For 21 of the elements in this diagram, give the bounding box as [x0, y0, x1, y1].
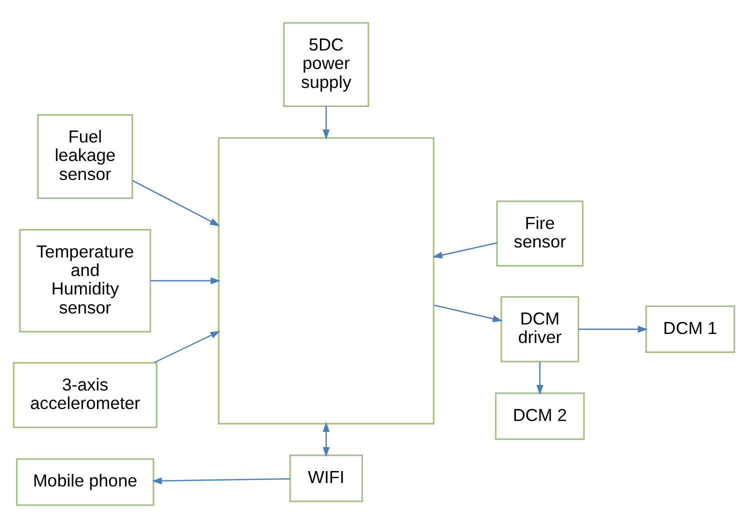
arrow — [578, 325, 648, 332]
arrow — [432, 242, 498, 258]
node-box: WIFI — [289, 454, 363, 502]
arrow — [154, 330, 220, 363]
node-box: Fuel leakage sensor — [37, 114, 134, 198]
node-box: 3-axis accelerometer — [12, 361, 158, 428]
arrow — [132, 179, 220, 226]
node-box: Mobile phone — [16, 458, 154, 506]
node-box: Fire sensor — [496, 200, 584, 266]
node-box: Temperature and Humidity sensor — [19, 228, 152, 332]
arrow — [322, 421, 330, 457]
arrow — [536, 361, 544, 394]
arrow — [150, 276, 221, 284]
node-box: 5DC power supply — [283, 22, 370, 107]
arrow — [322, 106, 330, 140]
node-box: DCM driver — [500, 296, 580, 362]
arrow — [152, 476, 290, 484]
arrow — [434, 304, 503, 322]
node-box: DCM 1 — [645, 304, 736, 353]
node-box — [218, 136, 434, 424]
node-box: DCM 2 — [494, 392, 585, 440]
